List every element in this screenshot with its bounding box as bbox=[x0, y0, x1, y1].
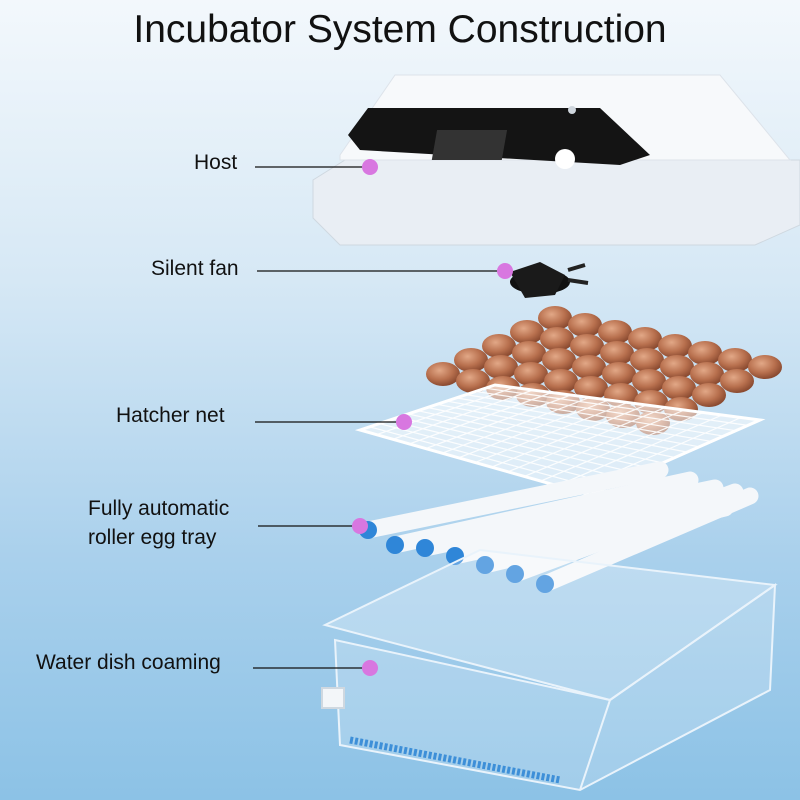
roller bbox=[506, 483, 744, 583]
egg bbox=[482, 334, 516, 358]
egg bbox=[692, 383, 726, 407]
egg bbox=[718, 348, 752, 372]
egg bbox=[748, 355, 782, 379]
egg bbox=[630, 348, 664, 372]
egg bbox=[540, 327, 574, 351]
host-lid bbox=[312, 74, 800, 246]
egg bbox=[602, 362, 636, 386]
egg bbox=[510, 320, 544, 344]
egg bbox=[720, 369, 754, 393]
egg bbox=[660, 355, 694, 379]
host-marker bbox=[362, 159, 378, 175]
roller-egg-tray bbox=[359, 461, 759, 593]
label-roller-tray-line1: Fully automatic bbox=[88, 497, 230, 520]
net-marker bbox=[396, 414, 412, 430]
egg bbox=[662, 376, 696, 400]
egg bbox=[544, 369, 578, 393]
tray-marker bbox=[352, 518, 368, 534]
fan-marker bbox=[497, 263, 513, 279]
egg bbox=[426, 362, 460, 386]
roller bbox=[416, 479, 724, 557]
roller-gear-cap bbox=[416, 539, 434, 557]
egg bbox=[568, 313, 602, 337]
egg bbox=[658, 334, 692, 358]
egg bbox=[456, 369, 490, 393]
egg bbox=[512, 341, 546, 365]
egg bbox=[542, 348, 576, 372]
egg bbox=[572, 355, 606, 379]
egg bbox=[574, 376, 608, 400]
roller-gear-cap bbox=[536, 575, 554, 593]
hatcher-net bbox=[354, 383, 766, 497]
egg bbox=[538, 306, 572, 330]
page-title: Incubator System Construction bbox=[133, 8, 667, 51]
egg bbox=[632, 369, 666, 393]
water-marker bbox=[362, 660, 378, 676]
label-host: Host bbox=[194, 151, 238, 174]
egg bbox=[690, 362, 724, 386]
egg bbox=[514, 362, 548, 386]
roller-gear-cap bbox=[506, 565, 524, 583]
egg bbox=[628, 327, 662, 351]
roller-gear-cap bbox=[476, 556, 494, 574]
roller bbox=[386, 471, 699, 554]
egg bbox=[688, 341, 722, 365]
fan bbox=[510, 262, 589, 298]
label-water-dish: Water dish coaming bbox=[36, 651, 221, 674]
roller bbox=[536, 487, 759, 593]
label-roller-tray-line2: roller egg tray bbox=[88, 526, 217, 549]
egg bbox=[600, 341, 634, 365]
egg bbox=[454, 348, 488, 372]
egg bbox=[598, 320, 632, 344]
label-hatcher-net: Hatcher net bbox=[116, 404, 225, 427]
label-silent-fan: Silent fan bbox=[151, 257, 239, 280]
water-dish-box bbox=[321, 548, 778, 792]
egg bbox=[570, 334, 604, 358]
egg bbox=[484, 355, 518, 379]
roller-gear-cap bbox=[386, 536, 404, 554]
